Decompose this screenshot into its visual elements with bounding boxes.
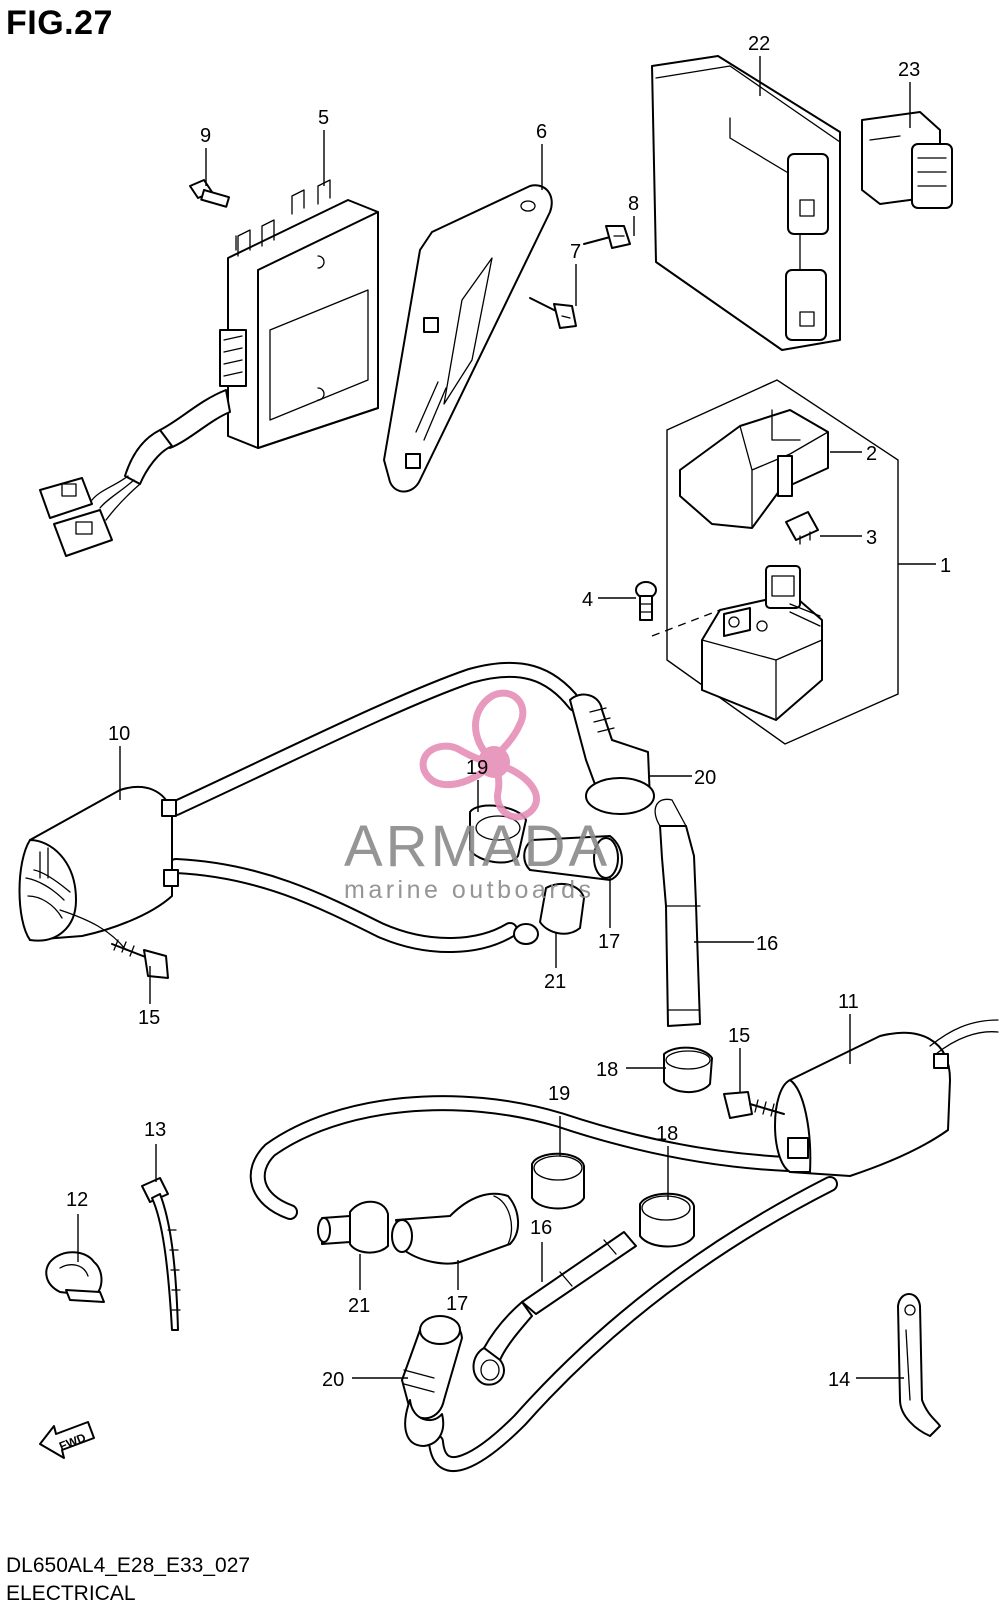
callout-21b: 21 <box>348 1295 370 1317</box>
callout-2: 2 <box>866 443 877 465</box>
part-23-connector <box>861 111 953 209</box>
callout-6: 6 <box>536 121 547 143</box>
callout-22: 22 <box>748 33 770 55</box>
callout-18a: 18 <box>596 1059 618 1081</box>
callout-7: 7 <box>570 241 581 263</box>
watermark-brand: ARMADA <box>344 814 610 879</box>
part-8-bolt <box>583 225 631 249</box>
callout-11: 11 <box>838 991 859 1013</box>
part-7-bolt <box>529 297 577 329</box>
part-6-bracket <box>383 184 553 493</box>
callout-5: 5 <box>318 107 329 129</box>
callout-20b: 20 <box>322 1369 344 1391</box>
callout-1: 1 <box>940 555 951 577</box>
part-15-bolt-lower <box>723 1091 785 1119</box>
part-1-starter-relay-kit <box>651 379 899 745</box>
callout-8: 8 <box>628 193 639 215</box>
watermark-tagline: marine outboards <box>344 876 595 904</box>
part-9-bolt <box>189 179 230 208</box>
callout-10: 10 <box>108 723 130 745</box>
callout-19a: 19 <box>466 757 488 779</box>
callout-16b: 16 <box>530 1217 552 1239</box>
figure-title: FIG.27 <box>6 4 113 42</box>
callout-15b: 15 <box>728 1025 750 1047</box>
callout-19b: 19 <box>548 1083 570 1105</box>
diagram-code: DL650AL4_E28_E33_027 <box>6 1554 251 1577</box>
part-21-grommet-upper <box>513 882 585 945</box>
callout-9: 9 <box>200 125 211 147</box>
callout-20a: 20 <box>694 767 716 789</box>
callout-18b: 18 <box>656 1123 678 1145</box>
part-18-seal-lower <box>639 1192 695 1248</box>
part-22-ecm <box>651 55 841 351</box>
propeller-icon <box>419 689 540 821</box>
leader-lines <box>77 56 936 1379</box>
callout-21a: 21 <box>544 971 566 993</box>
callout-3: 3 <box>866 527 877 549</box>
part-16-plug-cap-upper <box>654 798 701 1027</box>
watermark: ARMADA marine outboards <box>344 689 610 904</box>
part-19-seal-lower <box>531 1152 585 1210</box>
callout-16a: 16 <box>756 933 778 955</box>
part-17-tube-lower <box>391 1192 519 1265</box>
forward-arrow-icon: FWD <box>39 1421 95 1459</box>
callout-14: 14 <box>828 1369 850 1391</box>
section-title: ELECTRICAL <box>6 1582 136 1605</box>
part-18-seal-upper <box>663 1046 713 1093</box>
part-4-screw <box>635 581 657 621</box>
callout-17a: 17 <box>598 931 620 953</box>
callout-13: 13 <box>144 1119 166 1141</box>
callout-15a: 15 <box>138 1007 160 1029</box>
callout-labels: 9 5 6 8 7 22 23 2 3 1 4 10 15 19 20 17 1… <box>66 33 951 1391</box>
part-20-plug-cap-upper <box>569 693 655 815</box>
part-10-ignition-coil <box>18 661 583 953</box>
part-21-grommet-lower <box>317 1200 389 1254</box>
part-15-bolt-upper <box>111 939 169 979</box>
part-12-clamp <box>45 1251 105 1303</box>
part-20-plug-cap-lower <box>401 1315 463 1447</box>
part-16-plug-cap-lower <box>472 1231 637 1386</box>
callout-12: 12 <box>66 1189 88 1211</box>
part-11-ignition-coil <box>249 1019 999 1472</box>
part-5-regulator <box>39 179 379 557</box>
callout-23: 23 <box>898 59 920 81</box>
callout-17b: 17 <box>446 1293 468 1315</box>
part-13-cable-tie <box>141 1177 181 1331</box>
callout-4: 4 <box>582 589 593 611</box>
part-14-clip <box>897 1293 941 1437</box>
